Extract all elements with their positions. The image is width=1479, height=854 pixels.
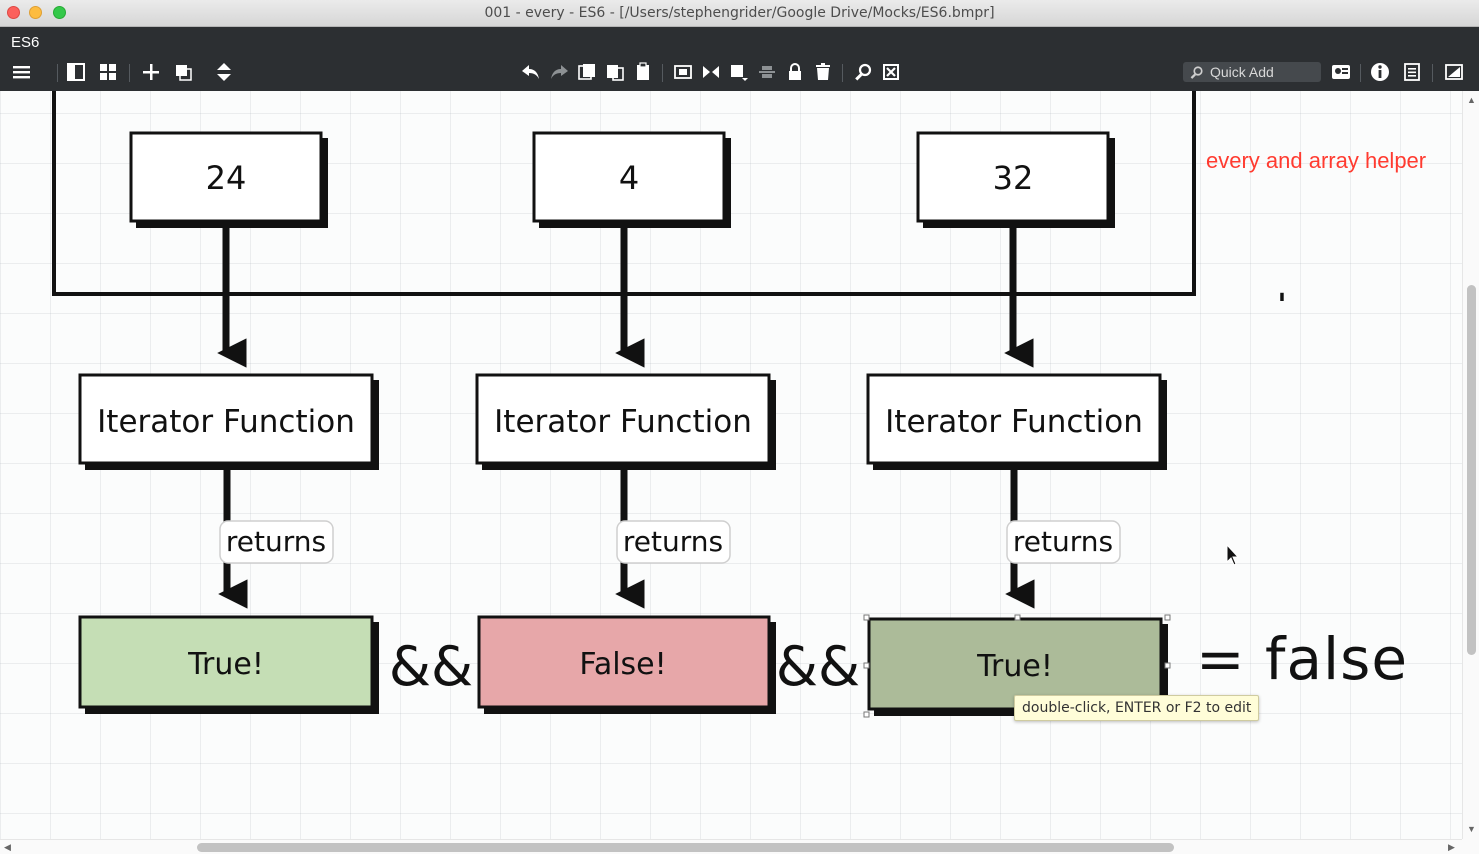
returns-label[interactable]: returns (1006, 520, 1121, 564)
transform-icon[interactable] (700, 61, 722, 83)
notes-icon[interactable] (1401, 61, 1423, 83)
iterator-label: Iterator Function (494, 404, 752, 440)
menu-icon[interactable] (11, 61, 33, 83)
quick-add-button[interactable]: Quick Add (1183, 62, 1321, 82)
arrange-icon[interactable] (728, 61, 750, 83)
value-label: 24 (206, 159, 247, 197)
svg-text:returns: returns (1013, 525, 1113, 558)
value-box[interactable]: 32 (916, 131, 1115, 228)
result-box-true[interactable]: True! (78, 615, 379, 714)
iterator-label: Iterator Function (97, 404, 355, 440)
value-label: 4 (619, 159, 639, 197)
redo-icon[interactable] (548, 61, 570, 83)
app-toolbar: ES6 (0, 27, 1479, 91)
maximize-window-button[interactable] (53, 6, 66, 19)
value-box[interactable]: 4 (532, 131, 731, 228)
close-window-button[interactable] (7, 6, 20, 19)
stray-mark: ' (1277, 288, 1286, 323)
quick-add-label: Quick Add (1210, 64, 1274, 80)
toolbar-divider (129, 64, 130, 82)
toolbar-divider (1360, 64, 1361, 82)
vertical-scroll-thumb[interactable] (1467, 285, 1476, 655)
outcome-label[interactable]: = false (1196, 625, 1409, 693)
result-label: True! (976, 649, 1053, 684)
toolbar-divider (57, 64, 58, 82)
svg-text:returns: returns (226, 525, 326, 558)
undo-icon[interactable] (520, 61, 542, 83)
add-icon[interactable] (140, 61, 162, 83)
edit-tooltip: double-click, ENTER or F2 to edit (1014, 695, 1260, 721)
group-icon[interactable] (173, 61, 195, 83)
value-box[interactable]: 24 (129, 131, 328, 228)
iterator-label: Iterator Function (885, 404, 1143, 440)
find-icon[interactable] (852, 61, 874, 83)
value-label: 32 (993, 159, 1034, 197)
paste-icon[interactable] (632, 61, 654, 83)
returns-label[interactable]: returns (219, 520, 334, 564)
iterator-function-box[interactable]: Iterator Function (866, 373, 1167, 470)
clone-icon[interactable] (672, 61, 694, 83)
vertical-scrollbar[interactable]: ▲ ▼ (1462, 91, 1479, 839)
diagram: 24 4 32 Iterator Function Iterator Funct… (52, 91, 1287, 718)
scroll-corner (1462, 839, 1479, 854)
cut-icon[interactable] (604, 61, 626, 83)
toolbar-divider (1432, 64, 1433, 82)
result-label: True! (187, 647, 264, 682)
mockup-canvas[interactable]: 24 4 32 Iterator Function Iterator Funct… (0, 91, 1462, 839)
horizontal-scroll-thumb[interactable] (197, 843, 1174, 852)
selection-handles[interactable] (863, 614, 1171, 718)
scroll-right-icon[interactable]: ▶ (1448, 842, 1455, 852)
horizontal-scrollbar[interactable]: ◀ ▶ (0, 839, 1462, 854)
info-icon[interactable] (1369, 61, 1391, 83)
document-name: ES6 (11, 34, 40, 51)
iterator-function-box[interactable]: Iterator Function (475, 373, 776, 470)
and-operator: && (776, 635, 860, 698)
align-icon[interactable] (756, 61, 778, 83)
iterator-function-box[interactable]: Iterator Function (78, 373, 379, 470)
result-box-false[interactable]: False! (477, 615, 776, 714)
and-operator: && (389, 635, 473, 698)
window-title: 001 - every - ES6 - [/Users/stephengride… (484, 5, 995, 21)
svg-text:returns: returns (623, 525, 723, 558)
scroll-left-icon[interactable]: ◀ (4, 842, 11, 852)
scroll-up-icon[interactable]: ▲ (1467, 95, 1476, 105)
minimize-window-button[interactable] (29, 6, 42, 19)
present-icon[interactable] (1443, 61, 1465, 83)
copy-icon[interactable] (576, 61, 598, 83)
clear-icon[interactable] (880, 61, 902, 83)
title-bar: 001 - every - ES6 - [/Users/stephengride… (0, 0, 1479, 27)
returns-label[interactable]: returns (616, 520, 731, 564)
grid-icon[interactable] (97, 61, 119, 83)
search-icon (1190, 65, 1203, 79)
mouse-cursor-icon (1226, 543, 1240, 566)
view-icon[interactable] (1330, 61, 1352, 83)
annotation-note[interactable]: every and array helper (1206, 148, 1427, 173)
toolbar-divider (662, 64, 663, 82)
lock-icon[interactable] (784, 61, 806, 83)
sort-icon[interactable] (213, 61, 235, 83)
result-label: False! (579, 647, 666, 682)
scroll-down-icon[interactable]: ▼ (1467, 824, 1476, 834)
toolbar-divider (842, 64, 843, 82)
single-panel-icon[interactable] (65, 61, 87, 83)
trash-icon[interactable] (812, 61, 834, 83)
